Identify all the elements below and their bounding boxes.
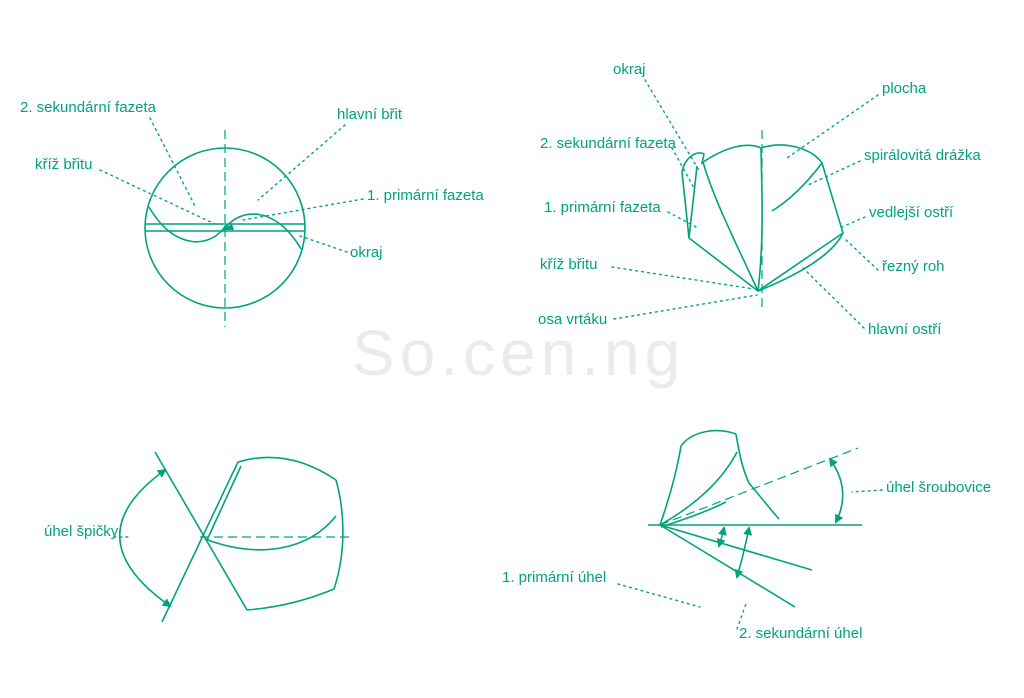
secondary-angle-arrow [734,526,753,579]
helix-angle-diagram [617,429,883,630]
chisel-edge [222,224,234,230]
point-angle-arc [118,468,172,608]
label-sekundarni-fazeta: 2. sekundární fazeta [20,99,156,116]
cutting-lip-second-line [206,465,242,541]
label-spiralovita-drazka: spirálovitá drážka [864,147,981,164]
body-bottom-edge [246,588,335,611]
flute-curve-upper [148,206,227,243]
label-kriz-britu: kříž břitu [35,156,93,173]
helix-leader-lines [617,489,883,630]
margin-strip-line [688,165,698,239]
spiral-groove-line [771,162,823,212]
facet-divider-line [702,161,759,292]
primary-clearance-line [659,524,813,571]
body-top-edge [680,429,737,447]
tip-view-leader-lines [611,79,879,329]
primary-angle-arrow [716,526,727,548]
body-flute-curve [204,515,337,551]
flute-edge-line [757,148,763,292]
watermark: So.cen.ng [352,317,686,389]
body-lower-right-edge [748,482,780,520]
label-uhel-spicky: úhel špičky [44,523,119,540]
angle-construction-line-1 [154,451,248,611]
label-plocha: plocha [882,80,927,97]
flute-curve-lower [223,213,302,250]
cutting-lip-line [660,501,727,528]
label-primarni-fazeta: 1. primární fazeta [367,187,484,204]
drill-tip-diagram [611,79,879,329]
end-view-leader-lines [99,117,364,253]
body-left-edge [659,445,682,526]
secondary-clearance-line [659,524,796,608]
helix-dashed-line [659,447,859,526]
point-angle-diagram [113,451,352,623]
label-okraj: okraj [350,244,383,261]
drill-end-view-diagram [99,117,364,327]
body-right-edge [333,479,344,590]
label-tip-kriz-britu: kříž břitu [540,256,598,273]
label-hlavni-brit: hlavní břit [337,106,403,123]
main-cutting-edge-line [757,232,844,292]
label-rezny-roh: řezný roh [882,258,945,275]
label-osa-vrtaku: osa vrtáku [538,311,608,328]
label-tip-primarni-fazeta: 1. primární fazeta [544,199,661,216]
body-top-edge [237,456,337,481]
label-tip-sekundarni-fazeta: 2. sekundární fazeta [540,135,676,152]
helix-angle-arc [828,457,844,524]
label-vedlejsi-ostri: vedlejší ostří [869,204,954,221]
label-tip-okraj: okraj [613,61,646,78]
label-hlavni-ostri: hlavní ostří [868,321,942,338]
label-primarni-uhel: 1. primární úhel [502,569,607,586]
drill-outer-circle [144,147,306,309]
body-right-edge [735,433,750,484]
angle-construction-line-2 [161,461,239,623]
drill-tip-outline [681,144,844,292]
label-sekundarni-uhel: 2. sekundární úhel [739,625,863,642]
body-flute-curve [659,451,738,526]
label-uhel-sroubovice: úhel šroubovice [886,479,992,496]
